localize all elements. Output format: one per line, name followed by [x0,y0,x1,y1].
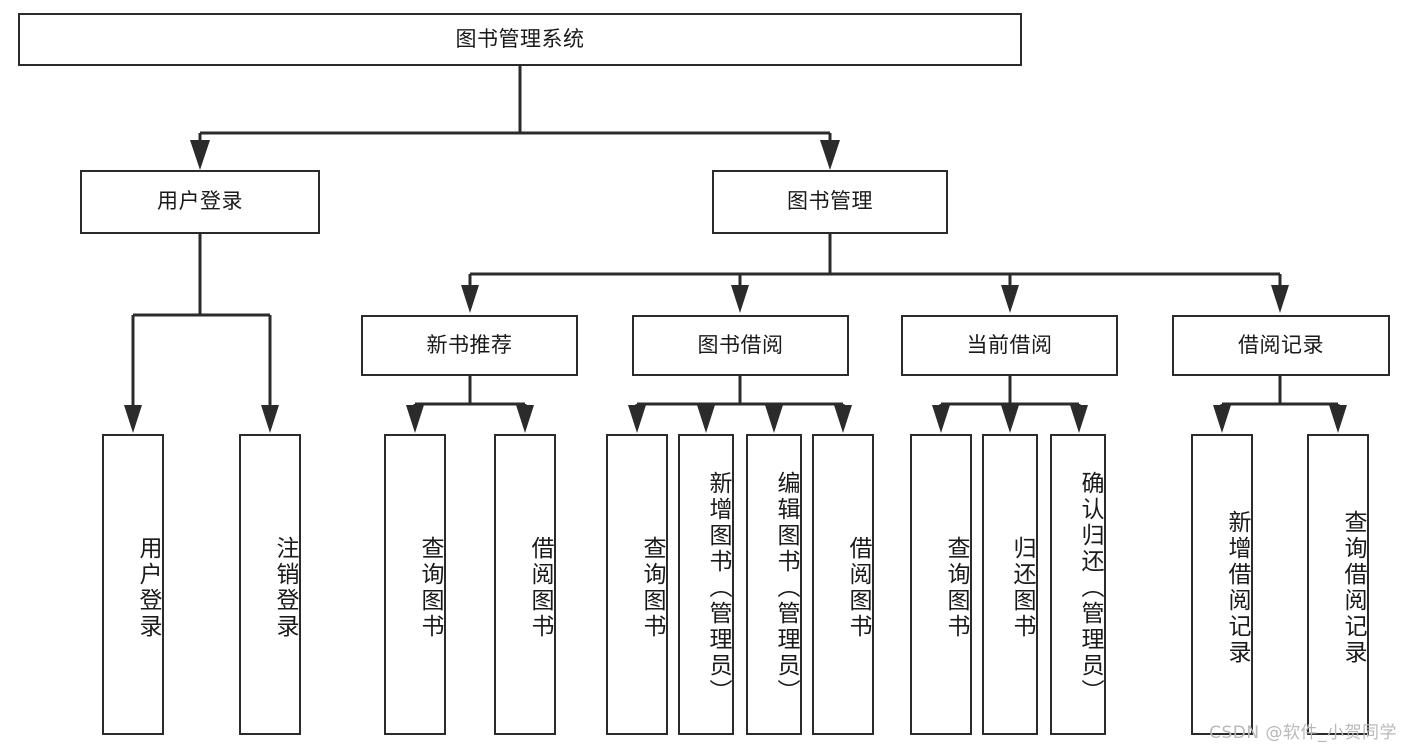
node-leaf-add-record-label: 新增借阅记录 [1224,509,1250,666]
node-book-manage[interactable]: 图书管理 [712,170,948,234]
node-leaf-borrow-book-2-label: 借阅图书 [845,535,871,640]
node-leaf-return-book[interactable]: 归还图书 [982,434,1038,735]
node-leaf-borrow-book-1[interactable]: 借阅图书 [494,434,556,735]
node-root-label: 图书管理系统 [455,26,585,51]
node-user-login[interactable]: 用户登录 [80,170,320,234]
node-leaf-edit-book[interactable]: 编辑图书（管理员） [746,434,802,735]
node-leaf-borrow-book-2[interactable]: 借阅图书 [812,434,874,735]
node-leaf-user-logout[interactable]: 注销登录 [239,434,301,735]
watermark: CSDN @软件_小贺同学 [1209,723,1397,743]
node-leaf-add-record[interactable]: 新增借阅记录 [1191,434,1253,735]
node-leaf-query-book-1[interactable]: 查询图书 [384,434,446,735]
node-new-book-recommend[interactable]: 新书推荐 [361,315,578,376]
node-leaf-confirm-return[interactable]: 确认归还（管理员） [1050,434,1106,735]
node-leaf-borrow-book-1-label: 借阅图书 [527,535,553,640]
node-leaf-user-login-label: 用户登录 [135,535,161,640]
node-leaf-user-login[interactable]: 用户登录 [102,434,164,735]
node-leaf-query-book-2[interactable]: 查询图书 [606,434,668,735]
node-leaf-query-record-label: 查询借阅记录 [1340,509,1366,666]
node-leaf-query-book-3[interactable]: 查询图书 [910,434,972,735]
node-user-login-label: 用户登录 [157,189,243,214]
node-leaf-query-book-3-label: 查询图书 [943,535,969,640]
node-leaf-query-book-2-label: 查询图书 [639,535,665,640]
node-leaf-add-book[interactable]: 新增图书（管理员） [678,434,734,735]
node-current-borrow-label: 当前借阅 [966,332,1053,357]
node-borrow-record-label: 借阅记录 [1238,332,1324,357]
node-leaf-user-logout-label: 注销登录 [272,535,298,640]
node-book-borrow[interactable]: 图书借阅 [632,315,849,376]
node-borrow-record[interactable]: 借阅记录 [1172,315,1390,376]
node-leaf-add-book-label: 新增图书（管理员） [705,470,731,705]
node-leaf-return-book-label: 归还图书 [1009,535,1035,640]
node-root[interactable]: 图书管理系统 [18,13,1022,66]
node-book-manage-label: 图书管理 [787,189,873,214]
node-leaf-query-book-1-label: 查询图书 [417,535,443,640]
node-leaf-confirm-return-label: 确认归还（管理员） [1077,470,1103,705]
node-leaf-query-record[interactable]: 查询借阅记录 [1307,434,1369,735]
node-leaf-edit-book-label: 编辑图书（管理员） [773,470,799,705]
node-new-book-recommend-label: 新书推荐 [426,332,513,357]
node-current-borrow[interactable]: 当前借阅 [901,315,1118,376]
node-book-borrow-label: 图书借阅 [697,332,784,357]
